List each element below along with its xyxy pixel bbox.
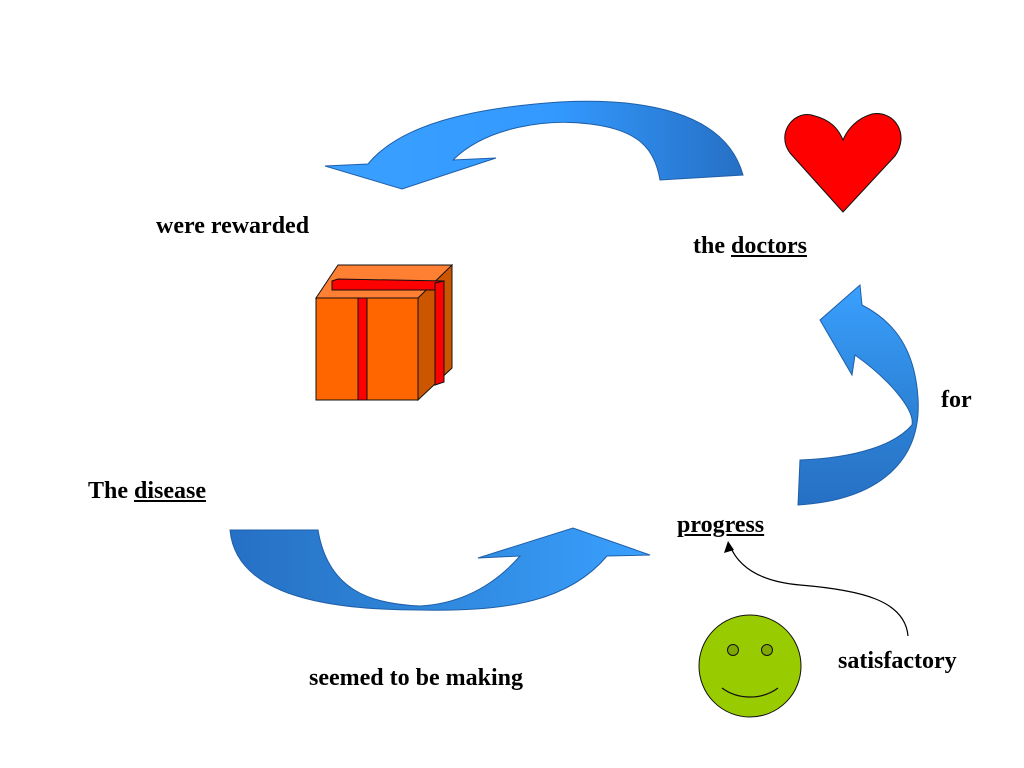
right-curved-arrow — [797, 283, 919, 506]
label-for: for — [941, 387, 972, 413]
label-the-disease-word: disease — [134, 478, 207, 504]
top-curved-arrow — [324, 100, 744, 190]
label-the-doctors-prefix: the — [693, 233, 725, 259]
label-the-disease: The disease — [88, 477, 206, 505]
heart-icon — [784, 113, 902, 213]
label-the-doctors: the doctors — [693, 232, 807, 260]
pointer-arrowhead — [724, 541, 734, 553]
bottom-curved-arrow — [229, 527, 651, 611]
label-the-doctors-word: doctors — [731, 233, 807, 259]
smiley-face-icon — [698, 614, 802, 718]
label-seemed-to-be-making: seemed to be making — [309, 665, 523, 691]
label-were-rewarded: were rewarded — [156, 213, 310, 239]
label-progress: progress — [677, 512, 765, 538]
label-the-disease-prefix: The — [88, 478, 129, 504]
pointer-arrow-line — [729, 545, 909, 637]
gift-box-icon — [315, 263, 453, 402]
label-satisfactory: satisfactory — [838, 648, 957, 674]
